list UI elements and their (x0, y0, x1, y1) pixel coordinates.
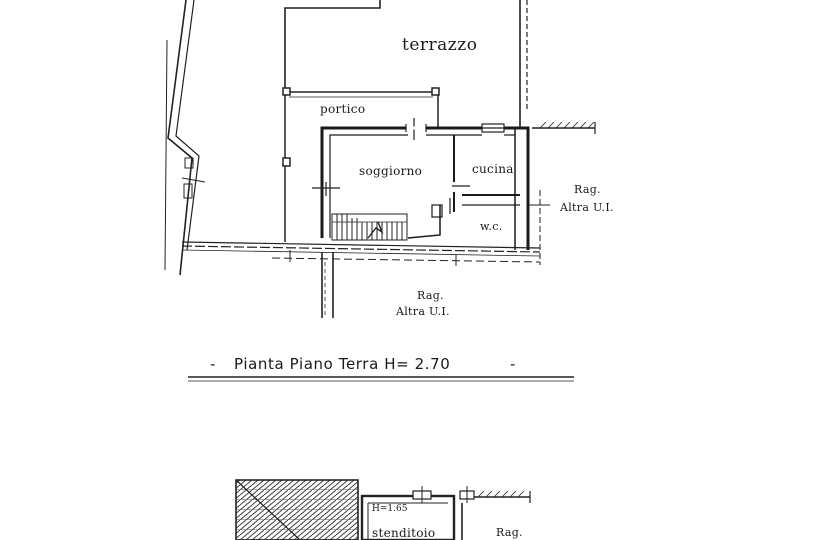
left-boundary-walls (164, 0, 206, 276)
house-walls (320, 126, 530, 250)
plan-caption-dash-right: - (510, 355, 517, 373)
plan-caption: Pianta Piano Terra H= 2.70 (234, 355, 451, 373)
neighbor-bottom-line1: Rag. (417, 289, 444, 302)
property-boundary (181, 121, 596, 266)
portico-outline (282, 87, 440, 242)
terrazzo-outline (284, 0, 528, 128)
room-label-portico: portico (320, 102, 366, 116)
window-marks (312, 118, 505, 214)
neighbor-right-line2: Altra U.I. (560, 201, 614, 214)
room-label-terrazzo: terrazzo (402, 35, 478, 55)
staircase (331, 213, 408, 241)
neighbor-bottom-line2: Altra U.I. (396, 305, 450, 318)
room-label-soggiorno: soggiorno (359, 164, 423, 178)
room-label-stenditoio: stenditoio (372, 526, 436, 540)
second-plan-neighbor: Rag. (496, 526, 523, 539)
second-plan-height-note: H=1.65 (372, 504, 408, 514)
second-plan (235, 479, 531, 540)
neighbor-right-line1: Rag. (574, 183, 601, 196)
room-label-wc: w.c. (480, 220, 503, 233)
caption-underline (188, 376, 574, 382)
plan-caption-dash-left: - (210, 355, 217, 373)
room-label-cucina: cucina (472, 162, 514, 176)
lower-column (321, 252, 334, 318)
